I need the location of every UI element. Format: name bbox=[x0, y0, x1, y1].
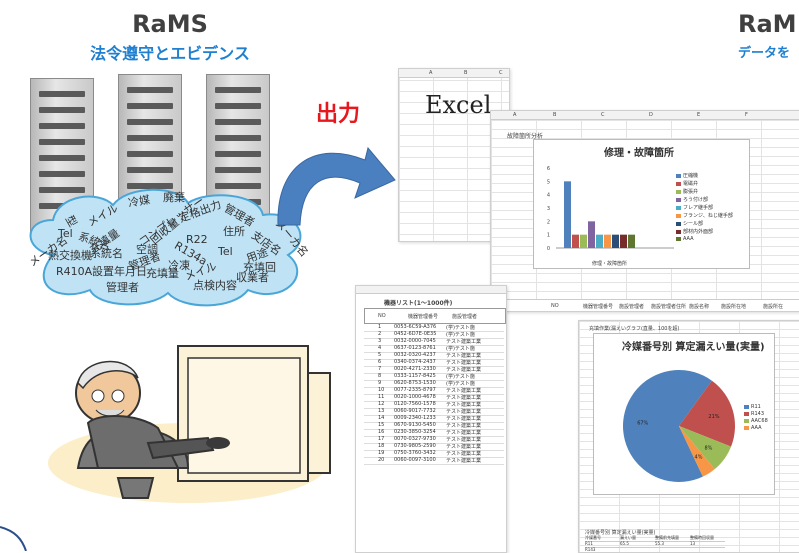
bar-1 bbox=[572, 234, 579, 248]
x-axis-label: 修理・故障箇所 bbox=[592, 261, 628, 267]
y-tick-label: 5 bbox=[547, 179, 550, 185]
cloud-words: 冷媒 廃棄 定格出力 管理者 メイル コンプレッサー 住所 Tel 回収量 メー… bbox=[26, 191, 311, 294]
excel-label: Excel bbox=[425, 91, 492, 119]
bar-sheet-title: 故障箇所分析 bbox=[507, 133, 544, 140]
pie-legend-item: R11 bbox=[744, 404, 761, 410]
legend-item: ろう付け部 bbox=[676, 196, 708, 203]
bar-7 bbox=[620, 234, 627, 248]
pie-legend-item: AAC68 bbox=[744, 418, 768, 424]
legend-item: 圧縮機 bbox=[676, 172, 698, 179]
legend-item: シール部 bbox=[676, 220, 703, 227]
bar-2 bbox=[580, 234, 587, 248]
rams-title: RaMS bbox=[132, 10, 208, 38]
bottom-table-title: 冷媒番号別 算定漏えい量(実量) bbox=[585, 530, 656, 536]
legend-item: フレア継手部 bbox=[676, 204, 713, 211]
bar-4 bbox=[596, 234, 603, 248]
bar-chart-plot: 0 1 2 3 4 5 6 bbox=[547, 166, 674, 252]
bar-3 bbox=[588, 221, 595, 248]
pie-plot: 67% 21% 8%4% bbox=[623, 370, 735, 482]
legend-item: 膨張弁 bbox=[676, 188, 698, 195]
pie-data-label: 21% bbox=[708, 414, 719, 420]
bar-chart: 修理・故障箇所 0 1 2 3 4 5 6 修理・故障箇所 圧縮機電磁弁膨張弁ろう付け部フレ… bbox=[533, 139, 750, 269]
rams-subtitle-right: データを bbox=[738, 46, 791, 61]
decorative-arc bbox=[0, 526, 27, 551]
pie-legend-item: AAA bbox=[744, 425, 762, 431]
pie-data-label: 4% bbox=[695, 455, 703, 461]
pie-slice-2 bbox=[679, 426, 732, 470]
y-tick-label: 3 bbox=[547, 206, 550, 212]
pie-slice-0 bbox=[623, 370, 712, 482]
pie-data-label: 67% bbox=[637, 421, 648, 427]
cloud-icon bbox=[29, 188, 302, 307]
output-arrow-icon bbox=[277, 146, 396, 226]
bar-6 bbox=[612, 234, 619, 248]
table-row: 冷媒番号漏えい量整備前充填量整備時回収量 bbox=[585, 535, 725, 542]
output-label: 出力 bbox=[316, 102, 361, 127]
relaxed-man-illustration bbox=[48, 345, 331, 503]
pie-data-label: 8% bbox=[704, 445, 712, 451]
chart-legend: 圧縮機電磁弁膨張弁ろう付け部フレア継手部フランジ、ねじ継手部シール部部材内外面部… bbox=[676, 172, 748, 252]
rams-title-right: RaM bbox=[738, 10, 797, 38]
y-tick-label: 4 bbox=[547, 193, 550, 199]
rams-subtitle: 法令遵守とエビデンス bbox=[90, 44, 250, 63]
pie-title: 冷媒番号別 算定漏えい量(実量) bbox=[622, 342, 765, 353]
y-tick-label: 2 bbox=[547, 219, 550, 225]
pie-legend-item: R143 bbox=[744, 411, 764, 417]
legend-item: 部材内外面部 bbox=[676, 228, 713, 235]
y-tick-label: 0 bbox=[547, 246, 550, 252]
list-sheet-title: 機器リスト(1～1000件) bbox=[384, 300, 453, 307]
legend-item: 電磁弁 bbox=[676, 180, 698, 187]
y-tick-label: 6 bbox=[547, 166, 550, 172]
y-tick-label: 1 bbox=[547, 233, 550, 239]
pie-slice-3 bbox=[679, 426, 715, 477]
pie-slice-1 bbox=[679, 380, 735, 447]
legend-item: AAA bbox=[676, 236, 694, 242]
bar-8 bbox=[628, 234, 635, 248]
table-row: R143 bbox=[585, 547, 725, 552]
chart-title: 修理・故障箇所 bbox=[604, 148, 674, 159]
pie-subtitle: 充填作業(漏えいグラフ(直量、100を超) bbox=[589, 326, 680, 332]
bar-5 bbox=[604, 234, 611, 248]
bar-0 bbox=[564, 181, 571, 248]
pie-chart-sheet: 充填作業(漏えいグラフ(直量、100を超) 冷媒番号別 算定漏えい量(実量) 6… bbox=[578, 320, 799, 553]
legend-item: フランジ、ねじ継手部 bbox=[676, 212, 733, 219]
